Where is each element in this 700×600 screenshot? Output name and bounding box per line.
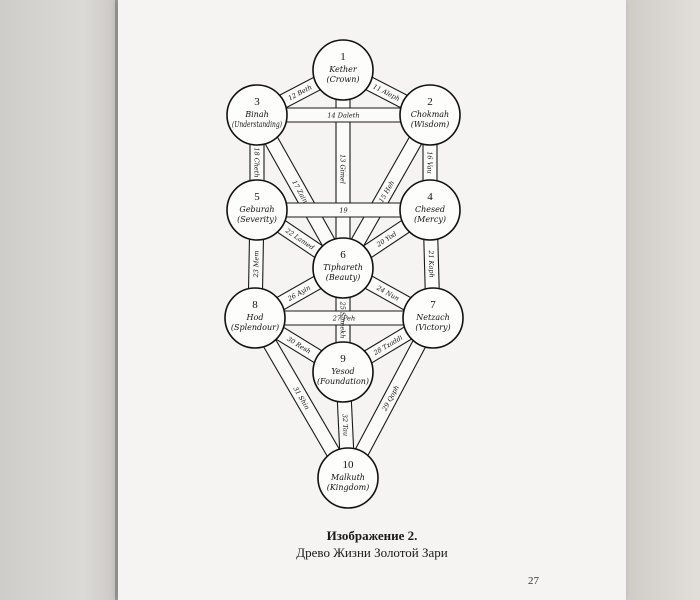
sephirah-number: 2 [427,96,433,108]
sephirah-circle [399,84,461,146]
sephirah-meaning: (Victory) [415,323,450,332]
sephirah-name: Netzach [415,313,450,322]
sephirah-name: Hod [246,313,264,322]
figure-caption-subtitle: Древо Жизни Золотой Зари [296,545,448,560]
sephirah-circle [317,447,379,509]
sephirah-meaning: (Crown) [326,75,359,84]
sephirah-name: Chesed [415,205,445,214]
sephirah-circle [226,84,288,146]
sephirah-circle [312,237,374,299]
sephirah-number: 5 [254,191,260,203]
path-label: 32 Tau [341,414,350,437]
sephirah-circle [224,287,286,349]
path-label: 14 Daleth [327,111,359,119]
sephirah-meaning: (Kingdom) [327,483,370,492]
sephirah-meaning: (Splendour) [231,323,279,332]
figure-caption-title: Изображение 2. [326,528,418,543]
sephirah-circle [399,179,461,241]
book-page [118,0,626,600]
sephirah-circle [402,287,464,349]
sephirah-circle [226,179,288,241]
sephirah-number: 3 [254,96,260,108]
sephirah-number: 10 [343,459,355,471]
path-label: 18 Cheth [253,147,261,177]
backdrop-left [0,0,120,600]
sephirah-name: Chokmah [411,110,449,119]
sephirah-meaning: (Mercy) [414,215,446,224]
sephirah-name: Malkuth [330,473,365,482]
sephirah-name: Tiphareth [323,263,363,272]
sephirah-meaning: (Understanding) [232,120,282,129]
sephirah-meaning: (Beauty) [326,273,361,282]
path-label: 19 [339,206,347,214]
sephirah-number: 8 [252,299,258,311]
sephirah-circle [312,341,374,403]
path-label: 25 Samekh [339,301,347,339]
backdrop-right [625,0,700,600]
sephirah-name: Binah [244,110,269,119]
path-label: 27 Peh [332,314,355,322]
sephirah-number: 1 [340,51,346,63]
path-label: 23 Mem [252,250,261,278]
sephirah-circle [312,39,374,101]
sephirah-meaning: (Wisdom) [411,120,450,129]
sephirah-name: Kether [328,65,358,74]
sephirah-name: Yesod [331,367,354,376]
page-number: 27 [528,575,539,587]
sephirah-number: 6 [340,249,346,261]
sephirah-number: 9 [340,353,346,365]
sephirah-number: 4 [427,191,433,203]
sephirah-meaning: (Foundation) [317,377,369,386]
path-label: 21 Kaph [427,249,436,278]
path-label: 13 Gimel [339,154,347,184]
path-label: 16 Vau [426,151,434,174]
sephirah-meaning: (Severity) [237,215,277,224]
sephirah-name: Geburah [239,205,274,214]
sephirah-number: 7 [430,299,436,311]
